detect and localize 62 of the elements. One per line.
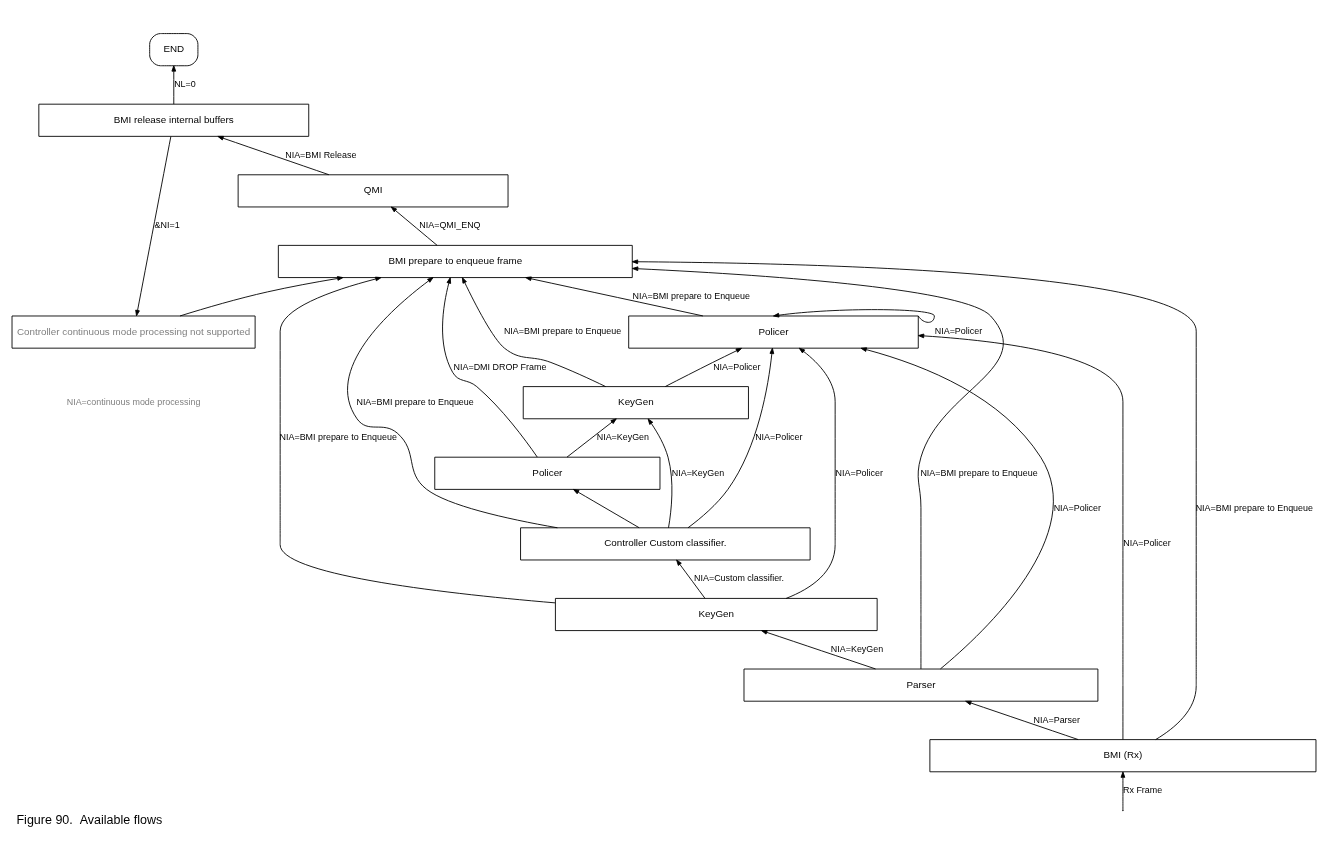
edge-label: NIA=BMI prepare to Enqueue: [503, 326, 622, 337]
node-box: Policer: [434, 456, 661, 490]
node-box: QMI: [237, 174, 509, 208]
arrow: [217, 135, 330, 176]
arrow: [573, 488, 640, 529]
edge-label: NIA=DMI DROP Frame: [453, 361, 547, 372]
node-box: Controller continuous mode processing not supported: [11, 315, 256, 349]
node-box: BMI (Rx): [929, 739, 1317, 773]
edge-label: NIA=BMI prepare to Enqueue: [356, 396, 474, 407]
node-box: Parser: [743, 668, 1099, 702]
edge-label: NIA=Policer: [835, 467, 883, 478]
edge-label: NIA=Policer: [1123, 538, 1171, 549]
edge-label: NIA=BMI prepare to Enqueue: [1195, 502, 1313, 513]
arrow: [860, 347, 1054, 670]
arrow: [965, 700, 1079, 740]
arrow: [773, 309, 935, 323]
caption: Figure 90. Available flows: [16, 813, 163, 828]
arrow: [761, 630, 876, 670]
arrow: [525, 276, 704, 317]
edge-label: NIA=BMI Release: [285, 149, 357, 160]
edge-label: NIA=Policer: [934, 326, 983, 337]
arrow: [632, 266, 1004, 670]
arrow: [461, 277, 607, 388]
node-box: Controller Custom classifier.: [520, 527, 811, 561]
arrow: [917, 333, 1124, 740]
node-box: KeyGen: [522, 386, 749, 420]
arrow: [279, 276, 556, 604]
edge-label: NIA=BMI prepare to Enqueue: [920, 467, 1038, 478]
arrow: [664, 347, 742, 387]
arrow: [647, 418, 673, 529]
edge-label: NIA=KeyGen: [671, 467, 725, 478]
arrow: [442, 277, 538, 458]
edge-label: NIA=Parser: [1033, 714, 1080, 725]
node-box: BMI release internal buffers: [38, 103, 310, 137]
arrow: [179, 276, 344, 317]
node-box: KeyGen: [554, 597, 878, 632]
edge-label: NIA=Policer: [755, 432, 803, 443]
edge-label: NIA=KeyGen: [830, 644, 884, 655]
edge-label: NIA=Policer: [713, 361, 761, 372]
edge-label: NIA=Custom classifier.: [694, 573, 785, 584]
edge-label: NIA=BMI prepare to Enqueue: [279, 432, 397, 443]
arrow: [631, 259, 1197, 740]
node-box: END: [149, 33, 199, 67]
arrow: [687, 347, 775, 529]
arrow: [785, 347, 836, 599]
edge-label: NL=0: [174, 79, 196, 90]
arrow: [1120, 771, 1126, 811]
edge-label: NIA=BMI prepare to Enqueue: [632, 291, 750, 302]
arrow: [390, 206, 438, 246]
arrow: [347, 277, 558, 529]
edge-label: &NI=1: [154, 220, 180, 231]
arrow: [135, 136, 172, 317]
node-box: Policer: [628, 315, 919, 349]
arrow: [676, 559, 706, 599]
label: NIA=continuous mode processing: [66, 396, 201, 407]
edge-label: NIA=Policer: [1053, 502, 1102, 513]
edge-label: NIA=KeyGen: [596, 432, 650, 443]
arrow: [171, 65, 177, 105]
edge-label: NIA=QMI_ENQ: [419, 220, 481, 231]
node-box: BMI prepare to enqueue frame: [277, 244, 633, 278]
edge-label: Rx Frame: [1123, 785, 1163, 796]
arrow: [566, 418, 617, 458]
